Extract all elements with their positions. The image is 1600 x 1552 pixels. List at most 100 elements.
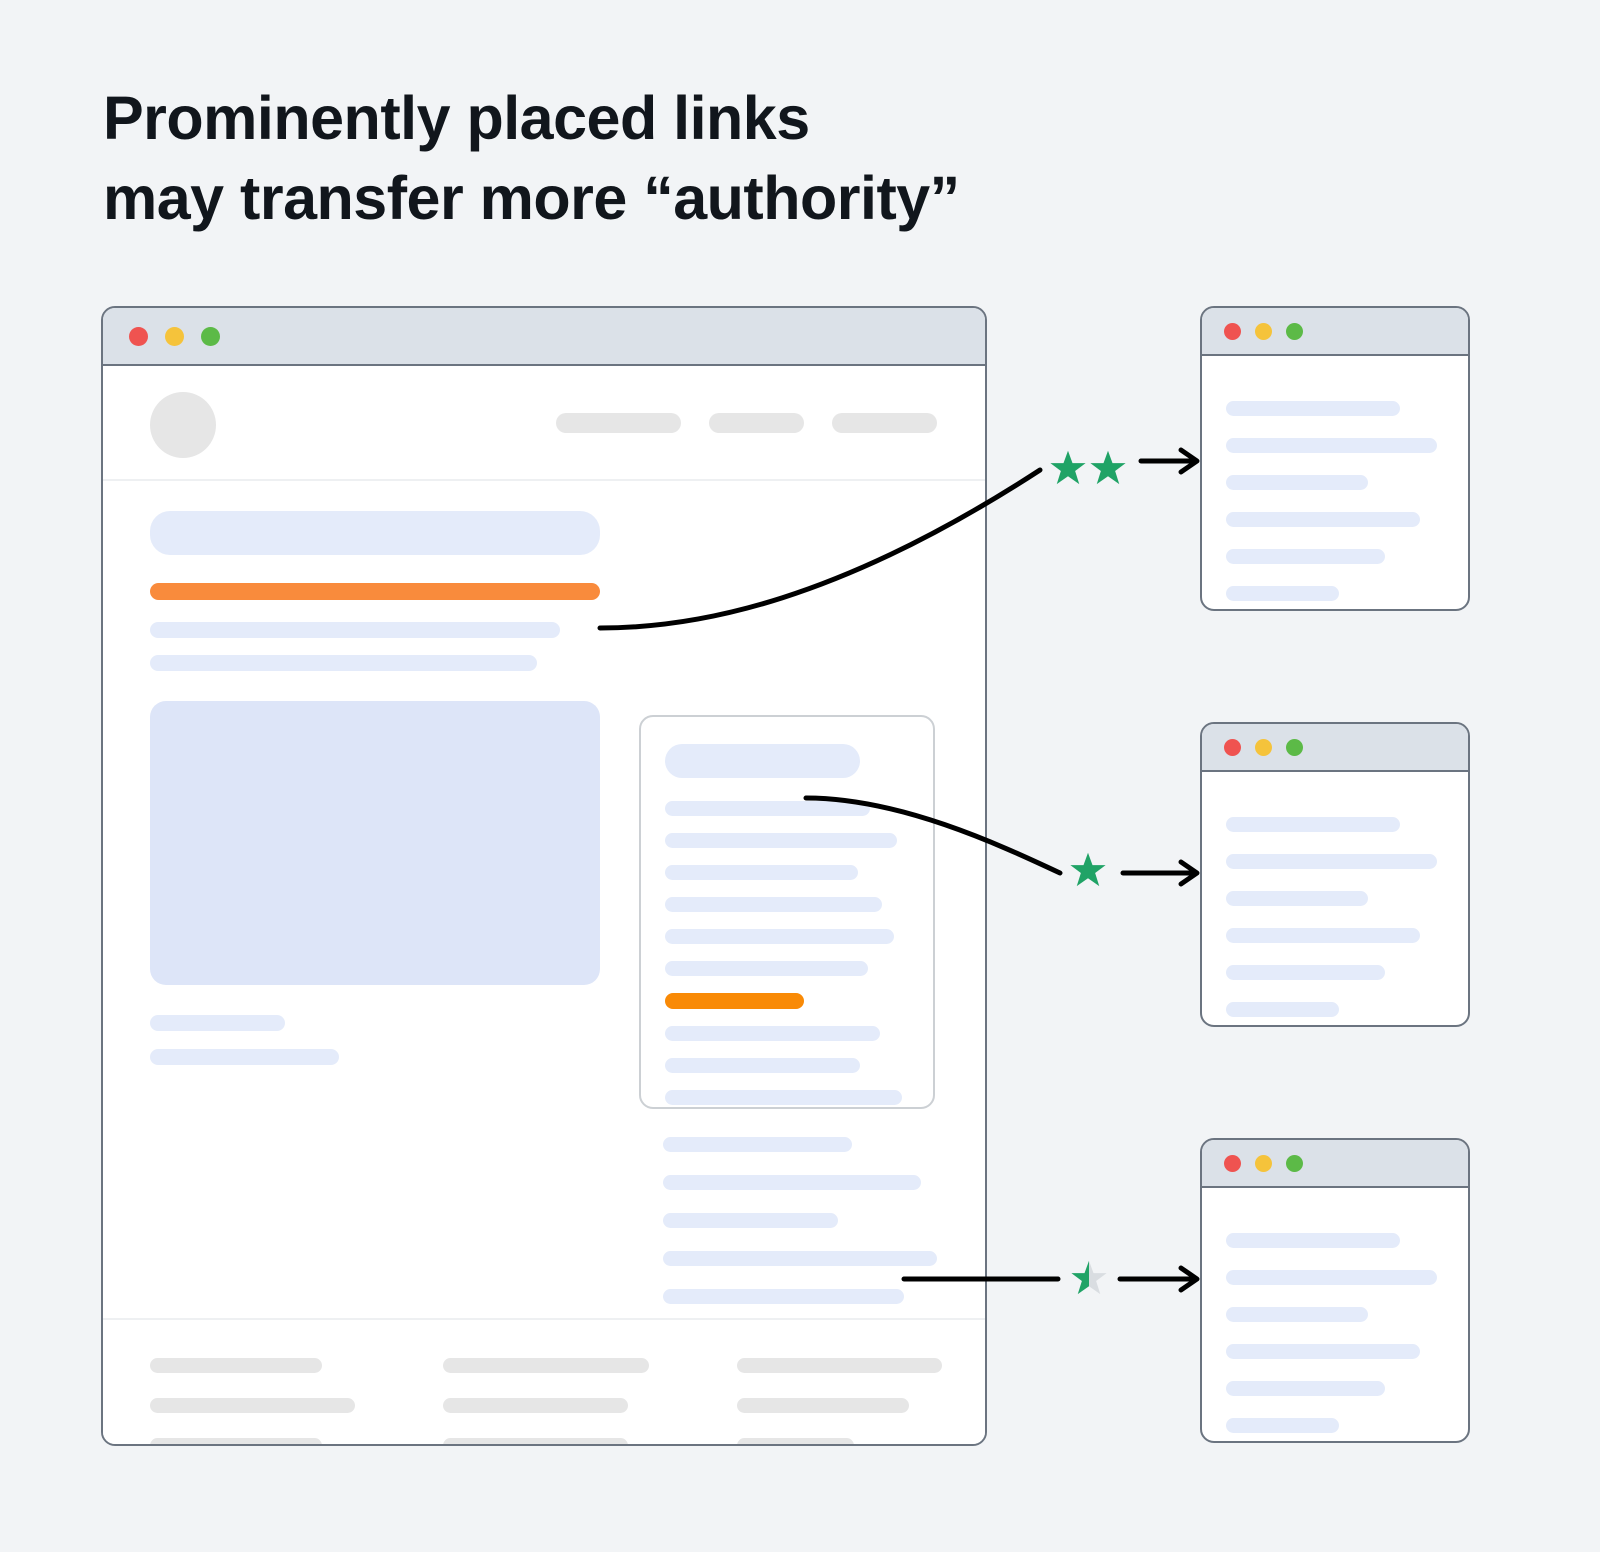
target-content-line xyxy=(1226,512,1421,527)
nav-pill-1[interactable] xyxy=(556,413,681,433)
footer-link-placeholder[interactable] xyxy=(150,1398,356,1413)
footer-link-placeholder[interactable] xyxy=(150,1438,323,1444)
article-body-line xyxy=(150,655,537,671)
minimize-dot-icon[interactable] xyxy=(1255,738,1272,756)
close-dot-icon[interactable] xyxy=(1224,1154,1241,1172)
article-image-placeholder xyxy=(150,701,600,985)
arrow-to-target-2 xyxy=(1120,859,1200,887)
maximize-dot-icon[interactable] xyxy=(201,326,220,346)
sidebar-card-line xyxy=(665,961,868,976)
main-window-titlebar xyxy=(103,308,985,366)
sidebar-below-line xyxy=(663,1289,905,1304)
article-prominent-link[interactable] xyxy=(150,583,600,600)
traffic-light-group xyxy=(129,326,220,346)
target-3-titlebar xyxy=(1202,1140,1468,1188)
article-column xyxy=(150,511,600,1065)
sidebar-card-line xyxy=(665,865,858,880)
article-body-line xyxy=(150,622,560,638)
sidebar-card-line xyxy=(665,1026,880,1041)
minimize-dot-icon[interactable] xyxy=(1255,1154,1272,1172)
article-caption-line xyxy=(150,1049,339,1065)
target-content-line xyxy=(1226,854,1438,869)
sidebar-card-line xyxy=(665,833,897,848)
sidebar-card-line xyxy=(665,929,895,944)
target-browser-window-3 xyxy=(1200,1138,1470,1443)
target-2-titlebar xyxy=(1202,724,1468,772)
arrow-to-target-3 xyxy=(1117,1265,1200,1293)
rating-half-star xyxy=(1071,1260,1107,1295)
target-browser-window-2 xyxy=(1200,722,1470,1027)
footer-link-placeholder[interactable] xyxy=(443,1398,629,1413)
sidebar-card-line xyxy=(665,801,870,816)
target-browser-window-1 xyxy=(1200,306,1470,611)
target-content-line xyxy=(1226,1381,1386,1396)
close-dot-icon[interactable] xyxy=(1224,738,1241,756)
target-content-line xyxy=(1226,891,1368,906)
target-content-line xyxy=(1226,1233,1401,1248)
target-content-line xyxy=(1226,438,1438,453)
target-content-line xyxy=(1226,1270,1438,1285)
maximize-dot-icon[interactable] xyxy=(1286,322,1303,340)
nav-pill-group xyxy=(556,413,937,433)
target-content-line xyxy=(1226,817,1401,832)
footer-column-2 xyxy=(443,1358,649,1444)
target-content-line xyxy=(1226,1418,1340,1433)
sidebar-lines-below-card xyxy=(663,1137,937,1327)
footer-link-placeholder[interactable] xyxy=(150,1358,323,1373)
arrow-to-target-1 xyxy=(1138,447,1200,475)
target-2-body xyxy=(1202,772,1468,1017)
sidebar-card-line xyxy=(665,897,883,912)
nav-pill-3[interactable] xyxy=(832,413,937,433)
footer-link-placeholder[interactable] xyxy=(736,1358,942,1373)
star-full-icon xyxy=(1090,450,1126,485)
target-content-line xyxy=(1226,549,1386,564)
rating-one-star xyxy=(1070,852,1106,887)
target-content-line xyxy=(1226,586,1340,601)
footer-link-placeholder[interactable] xyxy=(736,1438,854,1444)
sidebar-card-line xyxy=(665,1090,902,1105)
footer-divider xyxy=(103,1318,985,1320)
sidebar-below-line xyxy=(663,1175,921,1190)
target-1-titlebar xyxy=(1202,308,1468,356)
target-content-line xyxy=(1226,1307,1368,1322)
footer-link-placeholder[interactable] xyxy=(443,1438,629,1444)
traffic-light-group xyxy=(1224,322,1303,340)
target-3-body xyxy=(1202,1188,1468,1433)
sidebar-card-title-placeholder xyxy=(665,744,861,778)
target-content-line xyxy=(1226,928,1421,943)
footer-column-1 xyxy=(150,1358,356,1444)
star-half-empty-icon xyxy=(1089,1260,1107,1295)
article-title-placeholder xyxy=(150,511,600,555)
minimize-dot-icon[interactable] xyxy=(165,326,184,346)
star-full-icon xyxy=(1070,852,1106,887)
site-logo-placeholder[interactable] xyxy=(150,392,216,458)
star-full-icon xyxy=(1050,450,1086,485)
article-caption-line xyxy=(150,1015,285,1031)
target-content-line xyxy=(1226,475,1368,490)
page-title: Prominently placed links may transfer mo… xyxy=(103,84,960,232)
target-content-line xyxy=(1226,965,1386,980)
close-dot-icon[interactable] xyxy=(1224,322,1241,340)
sidebar-below-line xyxy=(663,1251,937,1266)
sidebar-below-line xyxy=(663,1137,853,1152)
traffic-light-group xyxy=(1224,738,1303,756)
rating-two-stars xyxy=(1050,450,1126,485)
sidebar-card-line xyxy=(665,1058,861,1073)
sidebar-card xyxy=(639,715,935,1109)
close-dot-icon[interactable] xyxy=(129,326,148,346)
target-content-line xyxy=(1226,1002,1340,1017)
star-half-filled-icon xyxy=(1071,1260,1089,1295)
maximize-dot-icon[interactable] xyxy=(1286,1154,1303,1172)
footer-column-3 xyxy=(736,1358,942,1444)
sidebar-card-link[interactable] xyxy=(665,993,805,1009)
target-content-line xyxy=(1226,401,1401,416)
main-browser-window xyxy=(101,306,987,1446)
target-content-line xyxy=(1226,1344,1421,1359)
minimize-dot-icon[interactable] xyxy=(1255,322,1272,340)
traffic-light-group xyxy=(1224,1154,1303,1172)
footer-link-placeholder[interactable] xyxy=(443,1358,649,1373)
maximize-dot-icon[interactable] xyxy=(1286,738,1303,756)
nav-pill-2[interactable] xyxy=(709,413,804,433)
footer-columns xyxy=(150,1358,942,1444)
footer-link-placeholder[interactable] xyxy=(736,1398,910,1413)
